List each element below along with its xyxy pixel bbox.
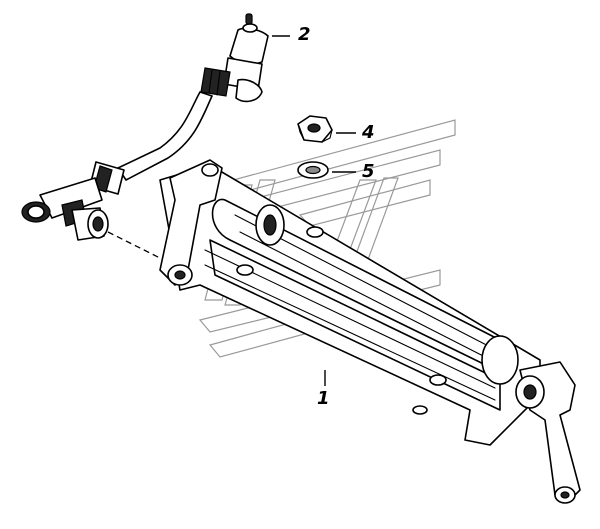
steering-cylinder-assembly-icon	[159, 159, 581, 504]
callout-part-2: 2	[298, 24, 311, 45]
hex-nut-icon	[297, 115, 333, 143]
washer-icon	[297, 161, 329, 179]
connection-dashed-line	[107, 231, 181, 269]
callout-part-1: 1	[317, 388, 330, 409]
callout-part-4: 4	[362, 122, 375, 143]
hydraulic-hose-icon	[21, 13, 269, 241]
callout-part-5: 5	[362, 161, 375, 182]
